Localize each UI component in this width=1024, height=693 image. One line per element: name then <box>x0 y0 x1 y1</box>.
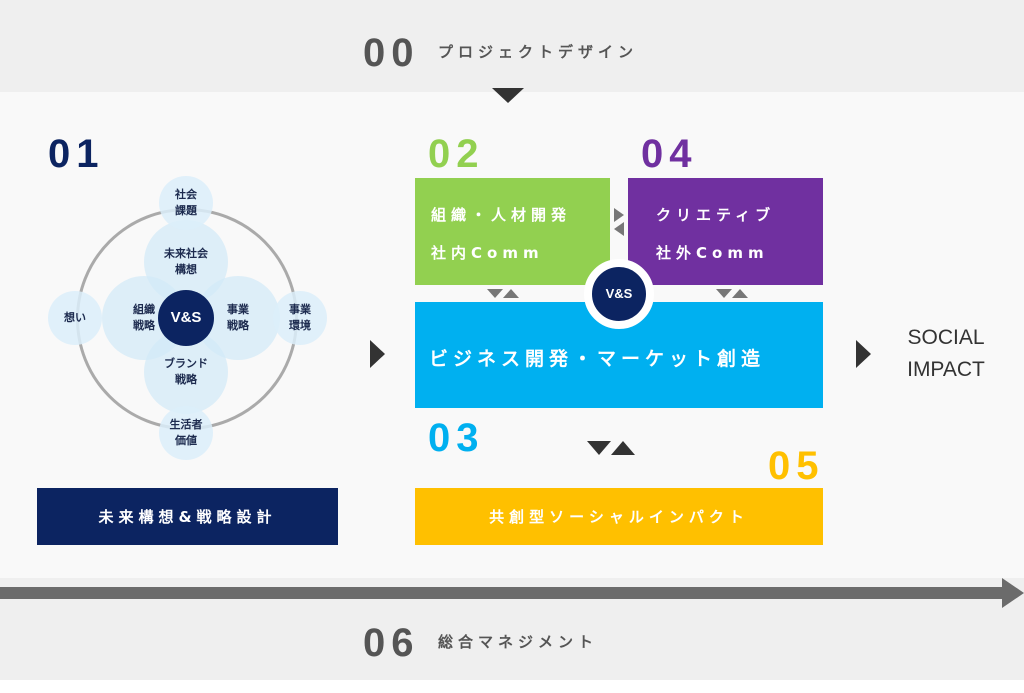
header-band <box>0 0 1024 92</box>
footer-label: 総合マネジメント <box>438 633 599 651</box>
outcome-line2: IMPACT <box>907 358 985 381</box>
section05-number: 05 <box>768 444 825 488</box>
section04-line2: 社外Comm <box>656 244 769 262</box>
core-circle: V&S <box>158 290 214 346</box>
vs-badge: V&S <box>584 259 654 329</box>
footer-number: 06 <box>363 621 420 665</box>
outer-circle-right: 事業 環境 <box>273 291 327 345</box>
right-arrow-icon <box>370 340 385 368</box>
section04-box: クリエティブ 社外Comm <box>628 178 823 285</box>
outer-circle-top: 社会 課題 <box>159 176 213 230</box>
header-label: プロジェクトデザイン <box>438 43 639 61</box>
arrow-left-small-icon <box>614 222 624 236</box>
timeline-arrow-shaft <box>0 587 1004 599</box>
arrow-down-small-icon <box>487 289 503 298</box>
arrow-right-small-icon <box>614 208 624 222</box>
section03-label: ビジネス開発・マーケット創造 <box>429 348 766 370</box>
arrow-down-icon <box>587 441 611 455</box>
right-arrow-icon <box>856 340 871 368</box>
down-arrow-icon <box>492 88 524 103</box>
section02-number: 02 <box>428 132 485 176</box>
arrow-down-small-icon <box>716 289 732 298</box>
header-number: 00 <box>363 31 420 75</box>
section02-line1: 組織・人材開発 <box>431 206 572 224</box>
section01-number: 01 <box>48 132 105 176</box>
timeline-arrow-head-icon <box>1002 578 1024 608</box>
strategy-label-box: 未来構想&戦略設計 <box>37 488 338 545</box>
section04-number: 04 <box>641 132 698 176</box>
outer-circle-bottom: 生活者 価値 <box>159 406 213 460</box>
outcome: SOCIAL IMPACT <box>890 322 1002 386</box>
section03-number: 03 <box>428 416 485 460</box>
outcome-line1: SOCIAL <box>907 326 985 349</box>
section02-line2: 社内Comm <box>431 244 544 262</box>
section02-box: 組織・人材開発 社内Comm <box>415 178 610 285</box>
arrow-up-icon <box>611 441 635 455</box>
section05-box: 共創型ソーシャルインパクト <box>415 488 823 545</box>
section04-line1: クリエティブ <box>656 206 776 224</box>
outer-circle-left: 想い <box>48 291 102 345</box>
arrow-up-small-icon <box>732 289 748 298</box>
arrow-up-small-icon <box>503 289 519 298</box>
